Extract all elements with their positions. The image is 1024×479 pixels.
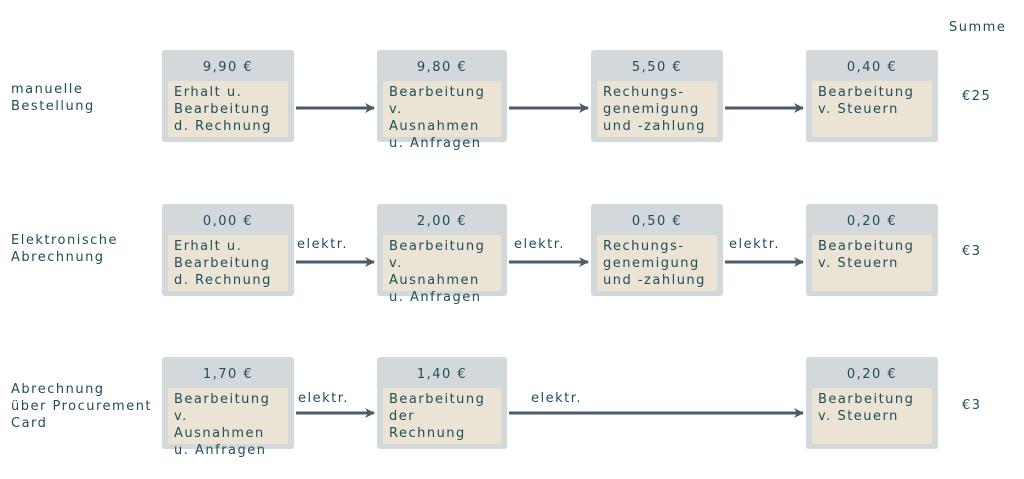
cost-value: 0,20 € (846, 214, 898, 229)
process-box: 2,00 € Bearbeitung v. Ausnahmen u. Anfra… (377, 204, 507, 305)
cost-value: 0,40 € (846, 60, 898, 75)
step-label: Bearbeitung v. Ausnahmen u. Anfragen (383, 81, 501, 151)
connector-label: elektr. (297, 237, 349, 252)
connector-label: elektr. (298, 391, 350, 406)
step-label: Erhalt u. Bearbeitung d. Rechnung (168, 235, 288, 291)
process-box: 0,50 € Rechungs- genemigung und -zahlung (591, 204, 723, 296)
step-label: Bearbeitung v. Ausnahmen u. Anfragen (383, 235, 501, 305)
row-label-manual: manuelle Bestellung (11, 82, 95, 114)
process-box: 9,80 € Bearbeitung v. Ausnahmen u. Anfra… (377, 50, 507, 151)
process-box: 0,20 € Bearbeitung v. Steuern (806, 357, 938, 449)
step-label: Erhalt u. Bearbeitung d. Rechnung (168, 81, 288, 137)
cost-value: 9,80 € (416, 60, 468, 75)
cost-value: 2,00 € (416, 214, 468, 229)
process-box: 5,50 € Rechungs- genemigung und -zahlung (591, 50, 723, 142)
row-sum-manual: €25 (962, 89, 992, 104)
cost-value: 0,20 € (846, 367, 898, 382)
step-label: Bearbeitung v. Steuern (812, 388, 932, 444)
connector-label: elektr. (531, 391, 583, 406)
row-sum-procurement-card: €3 (962, 398, 982, 413)
sum-column-header: Summe (949, 20, 1007, 35)
process-box: 9,90 € Erhalt u. Bearbeitung d. Rechnung (162, 50, 294, 142)
row-sum-electronic: €3 (962, 244, 982, 259)
cost-value: 9,90 € (202, 60, 254, 75)
process-box: 0,20 € Bearbeitung v. Steuern (806, 204, 938, 296)
row-label-procurement-card: Abrechnung über Procurement Card (11, 382, 153, 431)
process-box: 1,70 € Bearbeitung v. Ausnahmen u. Anfra… (162, 357, 294, 458)
cost-value: 1,70 € (202, 367, 254, 382)
cost-value: 0,00 € (202, 214, 254, 229)
step-label: Rechungs- genemigung und -zahlung (597, 81, 717, 137)
step-label: Bearbeitung v. Ausnahmen u. Anfragen (168, 388, 288, 458)
cost-value: 1,40 € (416, 367, 468, 382)
process-box: 0,00 € Erhalt u. Bearbeitung d. Rechnung (162, 204, 294, 296)
connector-label: elektr. (514, 237, 566, 252)
row-label-electronic: Elektronische Abrechnung (11, 233, 118, 265)
step-label: Bearbeitung v. Steuern (812, 81, 932, 137)
step-label: Bearbeitung v. Steuern (812, 235, 932, 291)
step-label: Bearbeitung der Rechnung (383, 388, 501, 444)
process-box: 1,40 € Bearbeitung der Rechnung (377, 357, 507, 449)
process-box: 0,40 € Bearbeitung v. Steuern (806, 50, 938, 142)
step-label: Rechungs- genemigung und -zahlung (597, 235, 717, 291)
connector-label: elektr. (729, 237, 781, 252)
cost-value: 0,50 € (631, 214, 683, 229)
cost-value: 5,50 € (631, 60, 683, 75)
